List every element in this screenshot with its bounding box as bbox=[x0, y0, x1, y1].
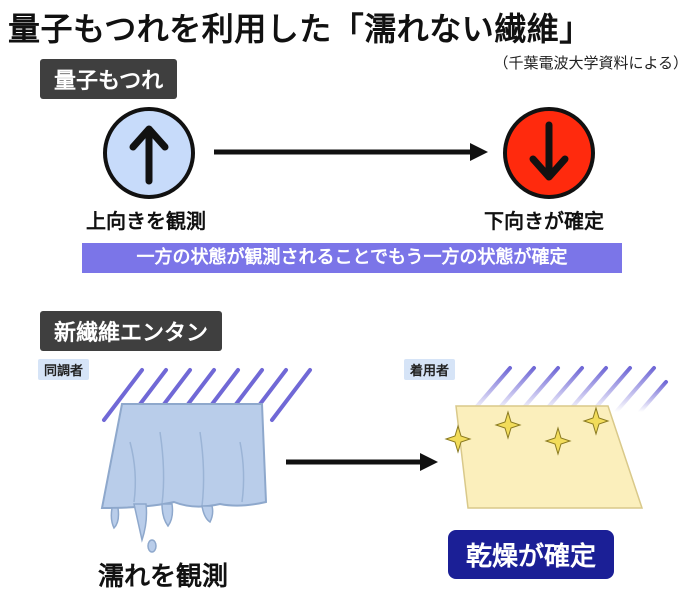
page-title: 量子もつれを利用した「濡れない繊維」 bbox=[8, 10, 592, 48]
rain-lines bbox=[470, 366, 668, 414]
dry-fabric-illustration bbox=[444, 366, 668, 509]
sparkle-icon bbox=[444, 406, 610, 456]
wet-fabric bbox=[100, 403, 268, 510]
fiber-link-arrow bbox=[286, 453, 438, 471]
section-label-fiber: 新繊維エンタン bbox=[40, 311, 223, 351]
source-note: （千葉電波大学資料による） bbox=[493, 54, 688, 72]
dry-fabric bbox=[455, 405, 644, 509]
fabric-folds bbox=[129, 431, 245, 507]
water-drips bbox=[110, 503, 214, 553]
observed-up-label: 上向きを観測 bbox=[86, 209, 206, 233]
section-label-entanglement: 量子もつれ bbox=[40, 59, 178, 99]
tag-wearer: 着用者 bbox=[404, 359, 456, 380]
wet-fabric-illustration bbox=[100, 368, 312, 553]
up-arrow-icon bbox=[129, 125, 169, 185]
down-arrow-icon bbox=[529, 121, 569, 181]
wet-observed-label: 濡れを観測 bbox=[98, 562, 229, 592]
spin-down-circle bbox=[503, 107, 595, 199]
determined-down-label: 下向きが確定 bbox=[484, 209, 604, 233]
tag-synchronizer: 同調者 bbox=[38, 359, 90, 380]
entanglement-statement: 一方の状態が観測されることでもう一方の状態が確定 bbox=[82, 243, 622, 273]
spin-up-circle bbox=[103, 107, 195, 199]
entanglement-arrow bbox=[214, 143, 488, 161]
dry-determined-label: 乾燥が確定 bbox=[448, 530, 615, 579]
